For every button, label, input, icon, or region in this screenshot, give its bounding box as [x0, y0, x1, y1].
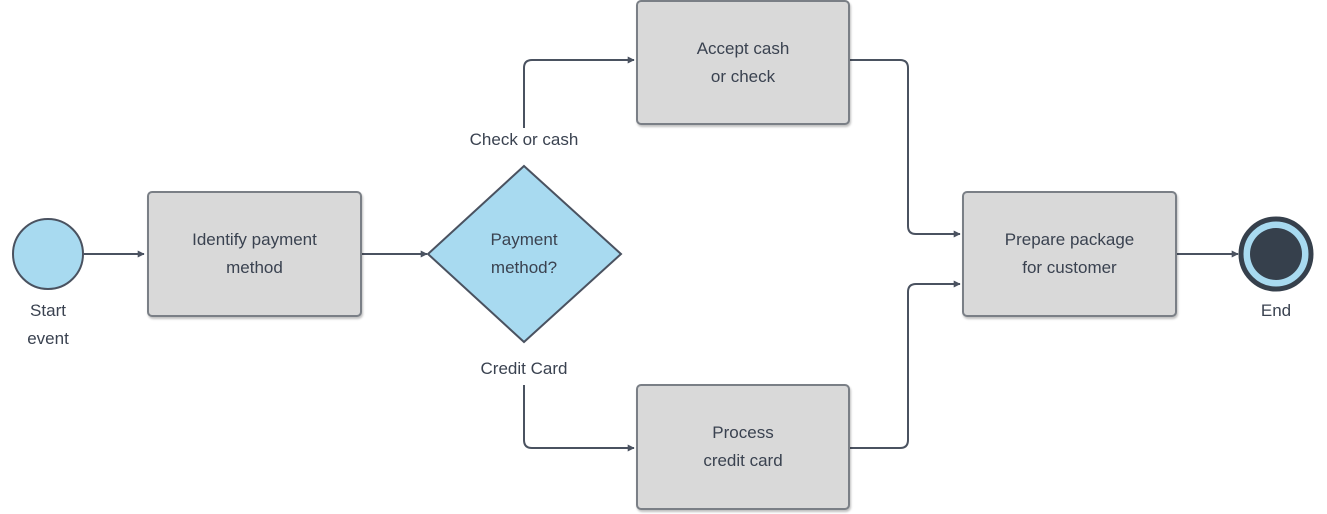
start-event-circle	[12, 218, 84, 290]
task-accept-cash-or-check: Accept cash or check	[636, 0, 850, 125]
start-event-label: Start event	[27, 301, 69, 348]
flow-gateway-to-accept-cash	[523, 56, 635, 128]
gateway-label: Payment method?	[490, 230, 558, 277]
flow-accept-cash-to-prepare	[850, 59, 961, 238]
task-identify-payment-method: Identify payment method	[147, 191, 362, 317]
flow-process-card-to-prepare	[850, 280, 961, 449]
task-prepare-package: Prepare package for customer	[962, 191, 1177, 317]
gateway-diamond	[426, 164, 623, 344]
task-process-credit-card: Process credit card	[636, 384, 850, 510]
flow-gateway-to-process-card	[523, 385, 635, 452]
end-event-label: End	[1260, 301, 1292, 320]
branch-label-check-or-cash: Check or cash	[469, 130, 579, 149]
branch-label-credit-card: Credit Card	[480, 359, 568, 378]
end-event-inner	[1250, 228, 1302, 280]
